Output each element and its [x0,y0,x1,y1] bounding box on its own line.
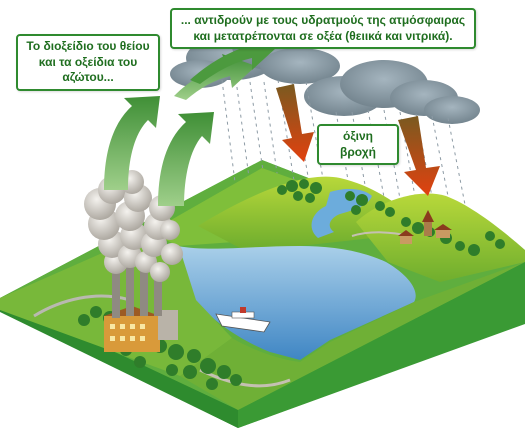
acid-rain-arrow-icons [276,84,440,196]
landscape [0,168,525,410]
village [398,210,452,244]
factory [104,262,178,352]
reaction-label: ... αντιδρούν με τους υδρατμούς της ατμό… [170,8,476,50]
trees [78,179,505,390]
acid-rain-label: όξινη βροχή [317,124,399,166]
ship [215,307,271,333]
gases-label: Το διοξείδιο του θείου και τα οξείδια το… [16,34,160,91]
